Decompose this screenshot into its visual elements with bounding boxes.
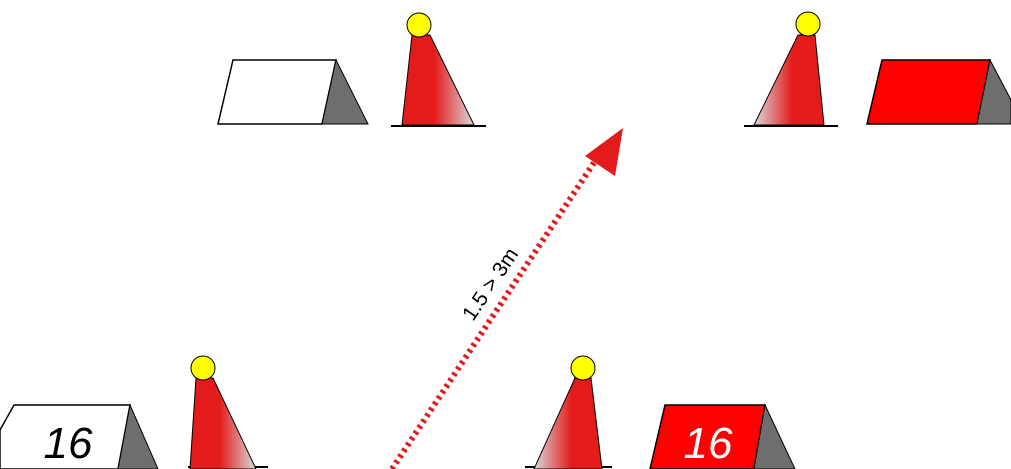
red-sign-bottom-right: 16 [649, 403, 796, 469]
direction-arrow [389, 128, 623, 469]
red-sign-top-right [866, 58, 1011, 125]
cone-bottom-right [525, 355, 612, 469]
cone-top-left [391, 12, 486, 127]
cone-top-right [744, 11, 838, 127]
white-sign-bottom-left: 16 [0, 403, 159, 469]
cone-bottom-left [188, 355, 268, 469]
distance-label: 1.5 > 3m [458, 244, 523, 325]
sign-number-right: 16 [684, 419, 733, 468]
sign-number-left: 16 [44, 419, 93, 468]
white-sign-top-left [217, 58, 369, 125]
